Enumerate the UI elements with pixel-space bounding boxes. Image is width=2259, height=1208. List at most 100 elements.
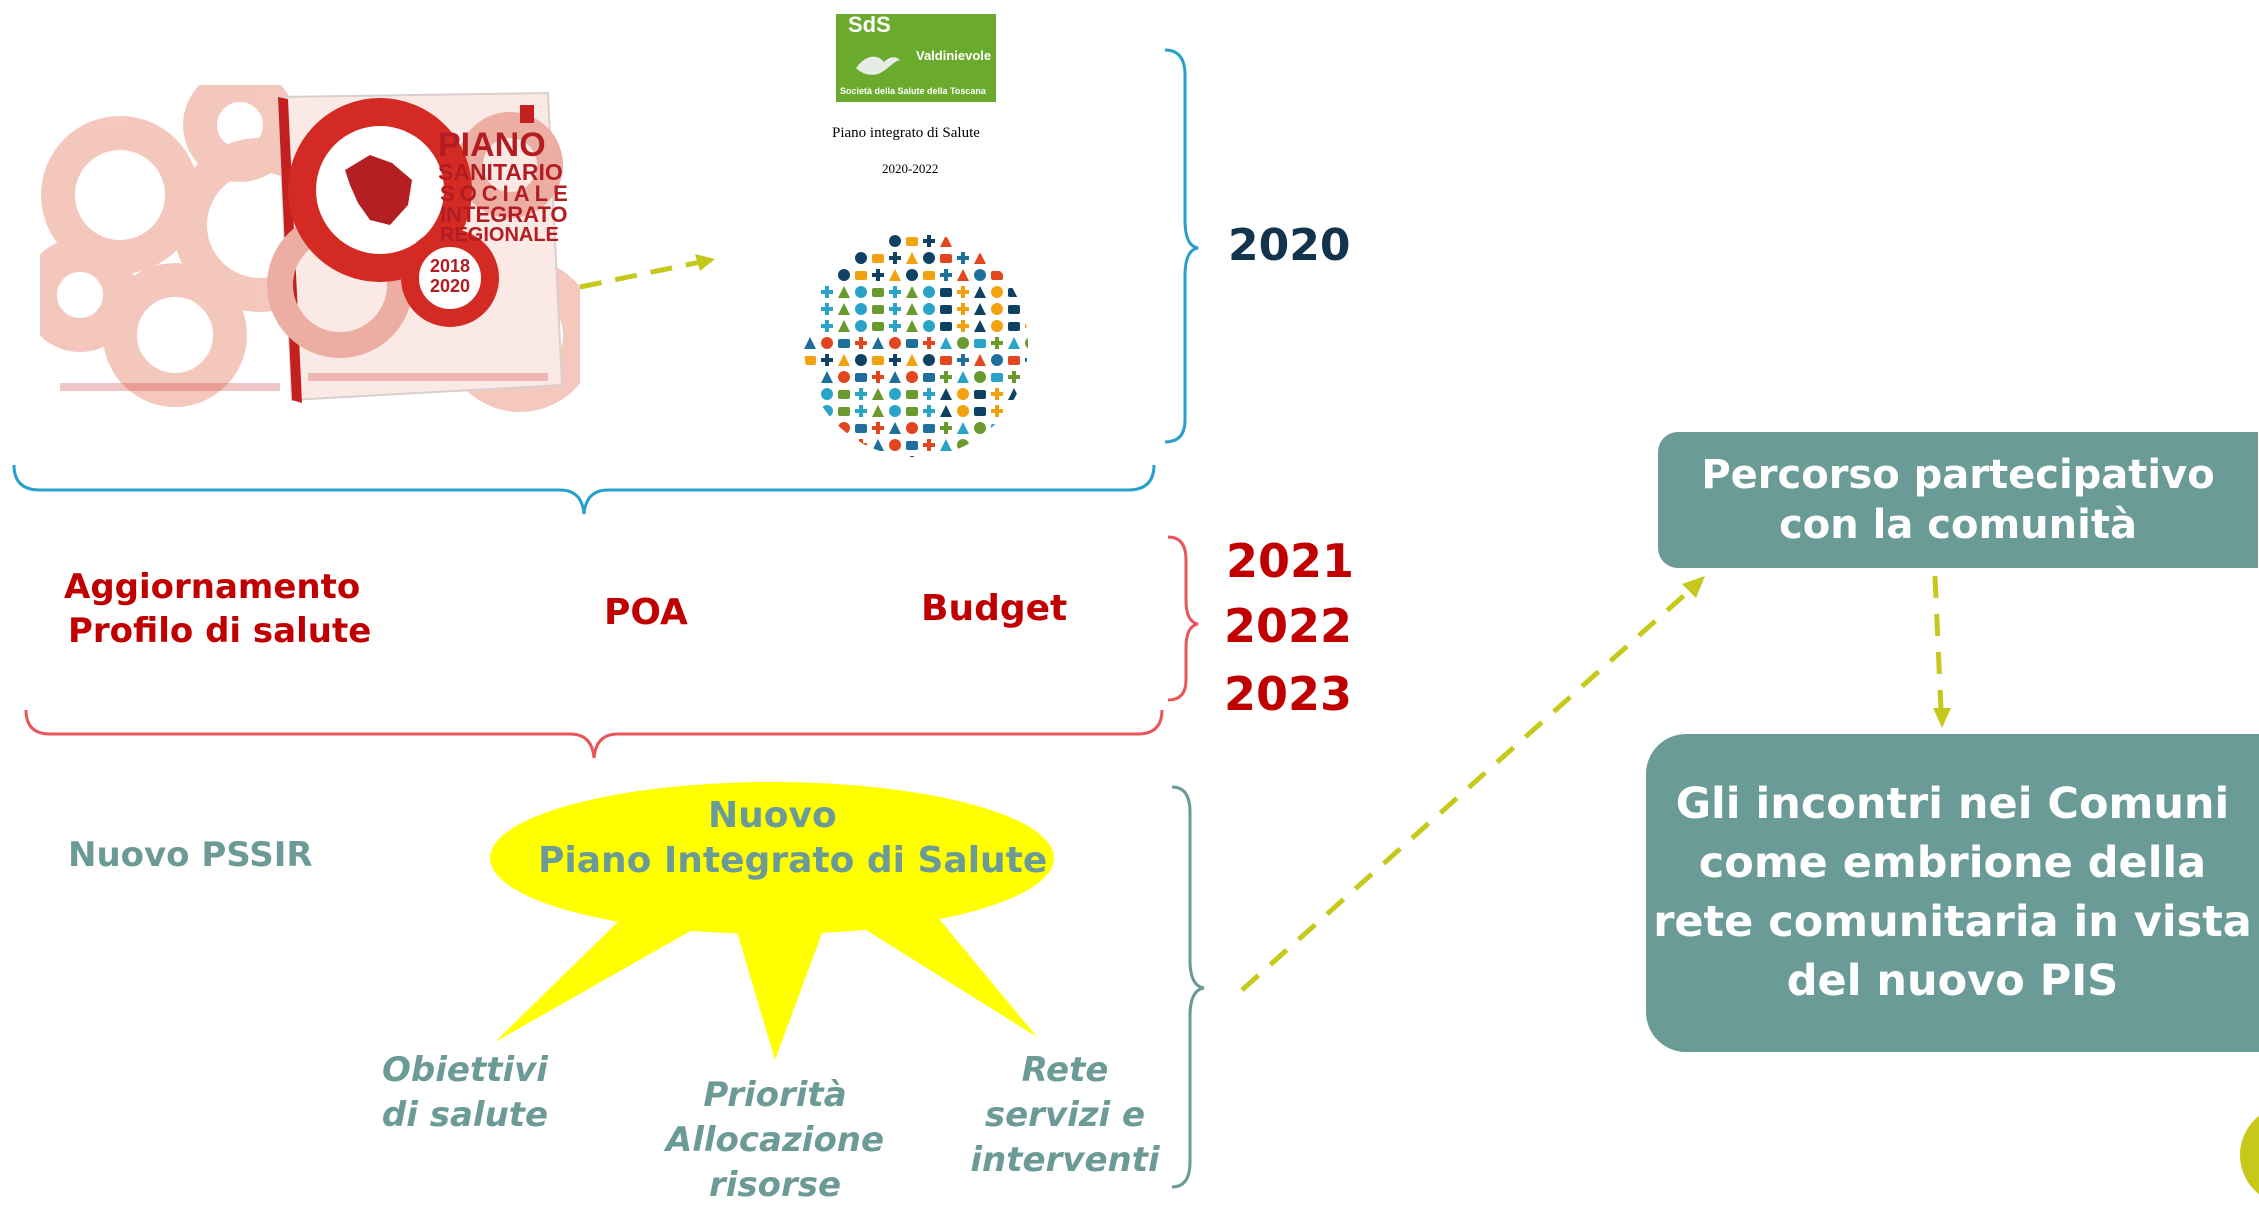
health-icon-glyph [872, 305, 884, 314]
municipal-meetings-box: Gli incontri nei Comuni come embrione de… [1646, 734, 2259, 1052]
health-icon-glyph [1008, 305, 1020, 314]
year-2020: 2020 [1228, 220, 1351, 271]
health-icon-glyph [1008, 322, 1020, 331]
health-icon-glyph [838, 286, 850, 298]
health-icons-globe [804, 233, 1028, 457]
health-icon-glyph [974, 303, 986, 315]
health-icon-glyph [872, 422, 884, 434]
health-icon-glyph [923, 320, 935, 332]
health-icon-glyph [940, 235, 952, 247]
health-icon-glyph [872, 254, 884, 263]
health-icon-glyph [991, 320, 1003, 332]
health-icon-glyph [991, 405, 1003, 417]
bubble-ellipse [490, 782, 1054, 934]
health-icon-glyph [872, 269, 884, 281]
health-icon-glyph [957, 354, 969, 366]
health-icon-glyph [1008, 356, 1020, 365]
ray-label-network: Rete servizi e interventi [960, 1048, 1170, 1183]
health-icon-glyph [906, 252, 918, 264]
brace-middle-horizontal [24, 709, 1164, 759]
book-to-plan-arrow [579, 254, 715, 290]
health-icon-glyph [872, 337, 884, 349]
health-icon-glyph [923, 252, 935, 264]
municipal-meetings-line-2: come embrione della [1698, 838, 2207, 888]
health-icon-glyph [940, 405, 952, 417]
health-icon-glyph [906, 269, 918, 281]
health-icon-glyph [855, 424, 867, 433]
health-icon-glyph [923, 303, 935, 315]
health-icon-glyph [821, 337, 833, 349]
health-icon-glyph [889, 269, 901, 281]
year-2023: 2023 [1224, 667, 1353, 721]
health-icon-glyph [821, 303, 833, 315]
health-icon-glyph [957, 371, 969, 383]
health-icon-glyph [838, 371, 850, 383]
book-title-line-5: REGIONALE [440, 224, 559, 246]
health-icon-glyph [889, 439, 901, 451]
health-icon-glyph [855, 320, 867, 332]
health-icon-glyph [872, 388, 884, 400]
health-icon-glyph [923, 235, 935, 247]
ray-label-priorities-line-2: Allocazione [665, 1120, 885, 1160]
participatory-path-box: Percorso partecipativo con la comunità [1658, 432, 2258, 568]
health-icon-glyph [889, 320, 901, 332]
profile-update-line-1: Aggiornamento [64, 567, 361, 607]
health-icon-glyph [923, 337, 935, 349]
ray-label-priorities: Priorità Allocazione risorse [650, 1073, 900, 1208]
ray-label-priorities-line-1: Priorità [703, 1075, 847, 1115]
ray-label-objectives-line-1: Obiettivi [382, 1050, 548, 1090]
health-icon-glyph [821, 320, 833, 332]
health-icon-glyph [804, 356, 816, 365]
health-icon-glyph [855, 252, 867, 264]
health-icon-glyph [940, 371, 952, 383]
health-icon-glyph [923, 388, 935, 400]
poa-label: POA [604, 592, 688, 633]
health-icon-glyph [974, 422, 986, 434]
health-icon-glyph [906, 407, 918, 416]
new-pis-bubble [490, 782, 1054, 1060]
health-icon-glyph [821, 388, 833, 400]
sds-doc-years: 2020-2022 [882, 161, 939, 176]
health-icon-glyph [923, 405, 935, 417]
health-icon-glyph [906, 237, 918, 246]
health-icon-glyph [974, 252, 986, 264]
health-icon-glyph [957, 286, 969, 298]
health-icon-glyph [991, 271, 1003, 280]
health-icon-glyph [855, 388, 867, 400]
health-icon-glyph [957, 320, 969, 332]
brace-bottom-vertical [1171, 785, 1205, 1189]
ray-label-objectives: Obiettivi di salute [370, 1048, 560, 1138]
health-icon-glyph [940, 269, 952, 281]
health-icon-glyph [940, 254, 952, 263]
participatory-path-line-2: con la comunità [1779, 502, 2137, 548]
health-icon-glyph [872, 439, 884, 451]
health-icon-glyph [906, 303, 918, 315]
health-icon-glyph [991, 286, 1003, 298]
book-title-line-4: INTEGRATO [440, 202, 568, 227]
health-icon-glyph [923, 286, 935, 298]
health-icon-glyph [940, 305, 952, 314]
bubble-ray-center [735, 925, 825, 1060]
health-icon-glyph [872, 405, 884, 417]
municipal-meetings-line-3: rete comunitaria in vista [1653, 897, 2252, 947]
bubble-ray-left [495, 910, 710, 1042]
health-icon-glyph [838, 390, 850, 399]
health-icon-glyph [940, 356, 952, 365]
budget-label: Budget [921, 588, 1068, 629]
brace-2020-vertical [1164, 48, 1199, 444]
sds-logo-place: Valdinievole [916, 48, 992, 63]
health-icon-glyph [889, 235, 901, 247]
health-icon-glyph [889, 354, 901, 366]
health-icon-glyph [957, 337, 969, 349]
health-icon-glyph [957, 252, 969, 264]
diagonal-dashed-arrow [1240, 588, 1692, 992]
health-icon-glyph [974, 371, 986, 383]
health-icon-glyph [957, 269, 969, 281]
ray-label-network-line-1: Rete [1021, 1050, 1109, 1090]
municipal-meetings-line-1: Gli incontri nei Comuni [1675, 779, 2230, 829]
health-icon-glyph [974, 339, 986, 348]
bubble-ray-right [850, 908, 1037, 1037]
health-icon-glyph [889, 252, 901, 264]
health-icon-glyph [889, 303, 901, 315]
new-pssir-label: Nuovo PSSIR [68, 835, 313, 875]
